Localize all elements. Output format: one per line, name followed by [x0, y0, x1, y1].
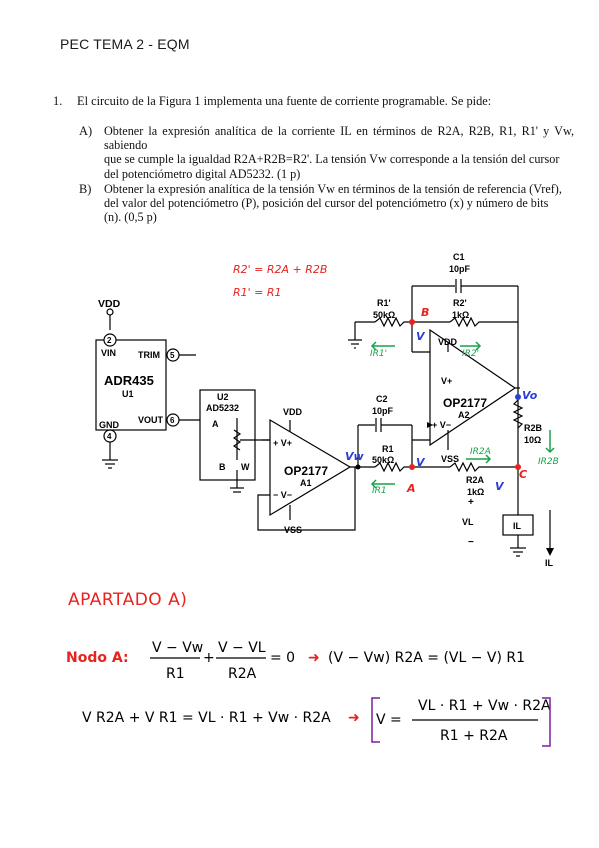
document-header: PEC TEMA 2 - EQM — [60, 36, 190, 52]
hw-result1: (V − Vw) R2A = (VL − V) R1 — [328, 650, 525, 666]
r2b-name: R2B — [524, 423, 543, 433]
pin4-label: 4 — [107, 432, 112, 441]
item-a-line: que se cumple la igualdad R2A+R2B=R2'. L… — [104, 152, 560, 167]
pot-pin-w: W — [241, 462, 250, 472]
opamp2-vss: VSS — [441, 454, 459, 464]
item-a-line: del potenciómetro digital AD5232. (1 p) — [104, 166, 301, 181]
r1p-value: 50kΩ — [373, 310, 395, 320]
u2-ref: U2 — [217, 392, 229, 402]
item-a-label: A) — [79, 124, 93, 138]
adr435-ref: U1 — [122, 389, 134, 399]
load-minus: − — [468, 537, 474, 548]
pin2-label: 2 — [107, 336, 112, 345]
adr435-box — [95, 339, 167, 431]
c2-value: 10pF — [372, 406, 394, 416]
adr435-name: ADR435 — [104, 373, 154, 388]
hw-i-r1p: IR1' — [370, 349, 387, 359]
hw-i-r1: IR1 — [372, 486, 387, 496]
hw-vw: Vw — [345, 450, 365, 463]
r2b-value: 10Ω — [524, 435, 541, 445]
hw-vl-dot: V — [495, 480, 505, 493]
c2-name: C2 — [376, 394, 388, 404]
hw-v: V — [416, 456, 426, 469]
hw-final-den: R1 + R2A — [440, 728, 508, 744]
opamp1-name: OP2177 — [284, 464, 328, 478]
r1p-name: R1' — [377, 298, 391, 308]
opamp2-ref: A2 — [458, 410, 470, 420]
hw-node-c: C — [519, 468, 527, 481]
hw-i-r2a: IR2A — [470, 447, 491, 457]
question-text: El circuito de la Figura 1 implementa un… — [77, 94, 492, 108]
hw-frac2-den: R2A — [228, 666, 257, 682]
hw-node-b: B — [421, 306, 429, 319]
item-a-text: Obtener la expresión analítica de la cor… — [104, 124, 574, 181]
r2a-name: R2A — [466, 475, 485, 485]
item-b-line: del valor del potenciómetro (P), posició… — [104, 196, 549, 211]
load-vl: VL — [462, 517, 474, 527]
opamp1-ref: A1 — [300, 478, 312, 488]
pot-pin-a: A — [212, 419, 219, 429]
hw-final-lhs: V = — [376, 712, 402, 728]
c1-name: C1 — [453, 252, 465, 262]
c1-value: 10pF — [449, 264, 471, 274]
item-b-text: Obtener la expresión analítica de la ten… — [104, 182, 574, 225]
opamp1-minus: − V− — [273, 490, 292, 500]
hw-vo: Vo — [522, 389, 538, 402]
hw-final-num: VL · R1 + Vw · R2A — [418, 698, 551, 714]
question-number: 1. — [53, 94, 63, 108]
opamp2-vdd: VDD — [438, 337, 458, 347]
hw-frac1-num: V − Vw — [152, 640, 203, 656]
svg-text:➜: ➜ — [348, 710, 360, 726]
hw-v-dot: V — [416, 330, 426, 343]
hw-frac1-den: R1 — [166, 666, 185, 682]
item-b-line: (n). (0,5 p) — [104, 210, 157, 225]
gnd-label: GND — [99, 420, 120, 430]
hw-eq2: R1' = R1 — [233, 286, 282, 299]
vdd-label: VDD — [98, 298, 121, 310]
hw-node-a: A — [406, 482, 416, 495]
svg-text:+: + — [203, 650, 215, 666]
pot-pin-b: B — [219, 462, 226, 472]
r2p-value: 1kΩ — [452, 310, 469, 320]
item-b-label: B) — [79, 182, 92, 196]
trim-label: TRIM — [138, 350, 160, 360]
hw-i-r2p: IR2' — [462, 349, 479, 359]
hw-frac2-num: V − VL — [218, 640, 266, 656]
opamp2-name: OP2177 — [443, 396, 487, 410]
load-plus: + — [468, 497, 474, 508]
r1-value: 50kΩ — [372, 455, 394, 465]
opamp1-plus: + V+ — [273, 438, 292, 448]
hw-node-a-label: Nodo A: — [66, 650, 129, 666]
pin6-label: 6 — [170, 416, 175, 425]
hw-line2: V R2A + V R1 = VL · R1 + Vw · R2A — [82, 710, 331, 726]
ad5232-name: AD5232 — [206, 403, 239, 413]
item-b-line: Obtener la expresión analítica de la ten… — [104, 182, 562, 196]
vin-label: VIN — [101, 348, 116, 358]
svg-text:➜: ➜ — [308, 650, 320, 666]
opamp2-plus: V+ — [441, 376, 452, 386]
r2p-name: R2' — [453, 298, 467, 308]
hw-eq-zero: = 0 — [270, 650, 295, 666]
load-box-label: IL — [513, 521, 522, 531]
opamp2-minus: + V− — [432, 420, 451, 430]
hw-eq1: R2' = R2A + R2B — [233, 263, 327, 276]
section-title: APARTADO A) — [68, 590, 188, 610]
opamp1-vdd: VDD — [283, 407, 303, 417]
load-current-label: IL — [545, 558, 554, 568]
hw-i-r2b: IR2B — [538, 457, 559, 467]
pin5-label: 5 — [170, 351, 175, 360]
r1-name: R1 — [382, 444, 394, 454]
opamp1-vss: VSS — [284, 525, 302, 535]
r2a-value: 1kΩ — [467, 487, 484, 497]
item-a-line: Obtener la expresión analítica de la cor… — [104, 124, 574, 153]
vout-label: VOUT — [138, 415, 164, 425]
